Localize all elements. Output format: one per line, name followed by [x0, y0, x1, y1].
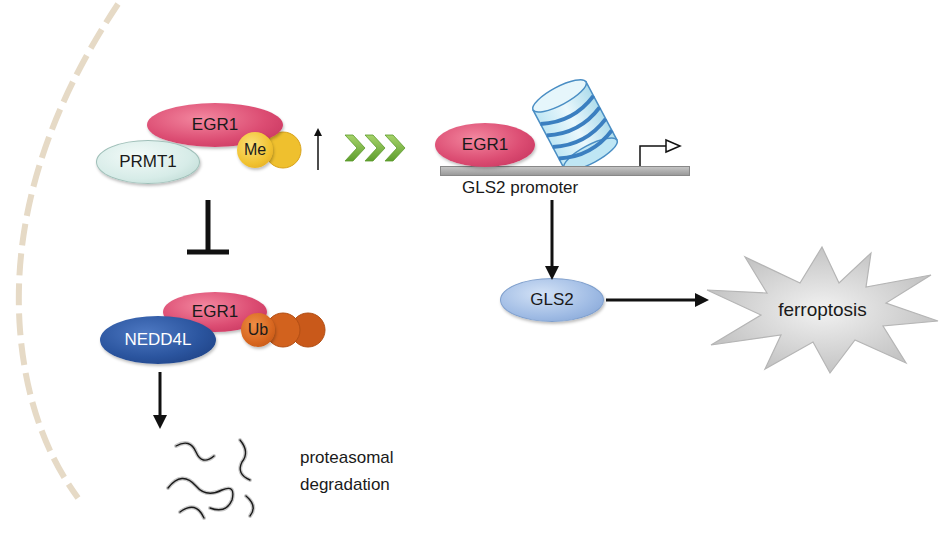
promoter-bar: GLS2 promoter — [440, 166, 690, 198]
promoter-line — [440, 166, 690, 176]
ubiquitin-circle: Ub — [241, 313, 275, 347]
peptide-fragments — [168, 440, 253, 518]
node-text: NEDD4L — [124, 330, 191, 350]
transcription-start-head — [666, 140, 680, 152]
node-text: GLS2 promoter — [462, 178, 578, 198]
inhibition-bar — [187, 200, 229, 252]
node-text: ferroptosis — [705, 245, 940, 375]
protein-ellipse: EGR1 — [435, 123, 535, 167]
node-text: Me — [244, 141, 266, 159]
arrow-connector — [606, 300, 705, 301]
node-text: EGR1 — [192, 302, 238, 322]
node-text: PRMT1 — [119, 152, 177, 172]
outcome-burst: ferroptosis — [705, 245, 940, 375]
methyl-circle: Me — [237, 132, 273, 168]
activation-chevrons — [345, 135, 405, 161]
protein-ellipse: GLS2 — [500, 278, 604, 322]
transcription-start-arrow — [640, 146, 666, 166]
protein-ellipse: PRMT1 — [96, 140, 200, 184]
node-text: GLS2 — [530, 290, 573, 310]
arrow-connector — [552, 200, 553, 276]
process-label: proteasomal degradation — [300, 444, 420, 498]
node-text: EGR1 — [192, 115, 238, 135]
ubiquitin-circle — [291, 313, 325, 347]
node-text: Ub — [248, 321, 268, 339]
protein-ellipse: NEDD4L — [100, 316, 216, 364]
degradation-arrow — [159, 372, 162, 425]
nuclear-membrane — [19, 4, 118, 498]
nucleosome — [529, 74, 621, 176]
increase-arrow — [317, 132, 319, 170]
node-text: EGR1 — [462, 135, 508, 155]
